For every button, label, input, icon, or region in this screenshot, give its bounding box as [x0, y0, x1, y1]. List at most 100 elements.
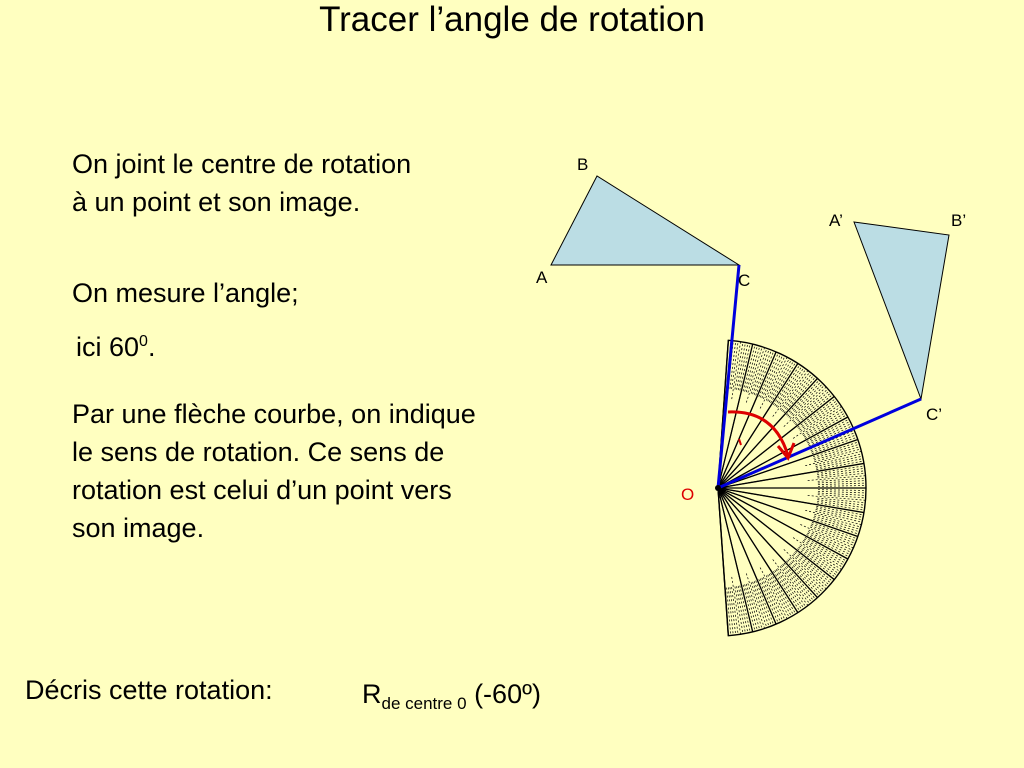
protractor-minor-tick	[750, 348, 768, 394]
protractor-minor-tick	[817, 485, 866, 487]
protractor-minor-tick	[787, 381, 822, 417]
protractor-minor-tick	[753, 581, 772, 627]
protractor-minor-tick	[795, 550, 833, 582]
para-angle-value: ici 600.	[76, 324, 155, 365]
protractor-spoke	[717, 487, 806, 537]
para-join-line2: à un point et son image.	[72, 187, 361, 217]
protractor-minor-tick	[816, 460, 864, 471]
protractor-minor-tick	[797, 548, 836, 578]
protractor-minor-tick	[817, 477, 866, 482]
rotation-answer: Rde centre 0 (-60º)	[362, 676, 541, 722]
protractor-minor-tick	[745, 583, 761, 631]
protractor-minor-tick	[729, 341, 737, 389]
protractor-minor-tick	[810, 525, 856, 544]
protractor-minor-tick	[745, 347, 765, 403]
protractor-minor-tick	[786, 560, 820, 597]
protractor-minor-tick	[817, 499, 866, 506]
para-arrow-line1: Par une flèche courbe, on indique	[72, 399, 476, 429]
protractor-minor-tick	[807, 423, 852, 445]
protractor-minor-tick	[807, 532, 851, 555]
protractor-minor-tick	[817, 500, 865, 509]
protractor-minor-tick	[755, 350, 775, 396]
protractor-minor-tick	[781, 373, 813, 411]
protractor-minor-tick	[807, 421, 851, 444]
angle-value-suffix: .	[147, 332, 156, 362]
protractor-minor-tick	[783, 386, 827, 427]
protractor-minor-tick	[803, 412, 846, 438]
protractor-minor-tick	[775, 367, 805, 407]
angle-value-sup: 0	[139, 333, 148, 350]
protractor-minor-tick	[811, 436, 858, 455]
protractor-minor-tick	[737, 585, 749, 634]
answer-angle: (-60º)	[466, 679, 541, 709]
protractor-minor-tick	[731, 341, 741, 400]
protractor-minor-tick	[734, 586, 744, 634]
protractor-minor-tick	[806, 418, 850, 442]
protractor-minor-tick	[815, 510, 863, 523]
segment-o-c	[716, 264, 741, 489]
protractor-minor-tick	[817, 497, 866, 504]
protractor-minor-tick	[770, 572, 797, 615]
protractor-minor-tick	[799, 545, 839, 574]
protractor-minor-tick	[802, 541, 844, 568]
protractor-minor-tick	[775, 569, 805, 609]
protractor-minor-tick	[789, 557, 825, 591]
protractor-spoke	[717, 403, 773, 489]
protractor-minor-tick	[739, 585, 751, 633]
protractor-minor-tick	[817, 490, 866, 494]
label-a: A	[536, 268, 548, 287]
label-c-prime: C’	[926, 405, 942, 424]
protractor-minor-tick	[750, 582, 768, 628]
protractor-minor-tick	[773, 571, 801, 612]
para-join-line1: On joint le centre de rotation	[72, 149, 412, 179]
protractor-minor-tick	[798, 400, 838, 430]
protractor-minor-tick	[731, 587, 739, 635]
protractor-minor-tick	[737, 342, 749, 391]
protractor-minor-tick	[817, 480, 866, 484]
triangle-abc-image	[853, 221, 950, 401]
protractor-minor-tick	[813, 443, 860, 459]
protractor	[717, 339, 867, 637]
angle-value-text: ici 60	[76, 332, 140, 362]
protractor-minor-tick	[755, 580, 775, 626]
protractor-minor-tick	[787, 559, 822, 595]
protractor-minor-tick	[742, 344, 756, 392]
protractor-minor-tick	[797, 398, 836, 428]
protractor-spoke	[717, 395, 758, 489]
protractor-minor-tick	[812, 441, 859, 458]
protractor-minor-tick	[731, 576, 741, 635]
protractor-minor-tick	[759, 567, 788, 619]
protractor-spoke	[717, 413, 786, 489]
protractor-minor-tick	[767, 359, 792, 402]
protractor-minor-tick	[802, 408, 844, 435]
protractor-minor-tick	[759, 357, 788, 409]
protractor-minor-tick	[804, 537, 847, 562]
protractor-minor-tick	[803, 538, 846, 564]
protractor-minor-tick	[745, 573, 765, 629]
protractor-minor-tick	[815, 453, 863, 466]
label-b-prime: B’	[951, 211, 966, 230]
protractor-minor-tick	[817, 492, 866, 496]
protractor-minor-tick	[814, 448, 861, 462]
describe-label: Décris cette rotation:	[25, 675, 273, 705]
protractor-minor-tick	[744, 584, 758, 631]
protractor-minor-tick	[762, 355, 786, 400]
protractor-minor-tick	[788, 558, 824, 593]
protractor-minor-tick	[807, 475, 866, 481]
protractor-minor-tick	[800, 544, 841, 572]
protractor-minor-tick	[792, 537, 842, 570]
protractor-minor-tick	[774, 365, 803, 406]
protractor-minor-tick	[747, 346, 763, 393]
protractor-minor-tick	[811, 521, 858, 540]
protractor-minor-tick	[768, 360, 794, 403]
protractor-minor-tick	[792, 554, 829, 588]
label-c: C	[738, 271, 750, 290]
answer-subscript: de centre 0	[381, 694, 467, 713]
protractor-minor-tick	[794, 552, 832, 584]
protractor-minor-tick	[815, 458, 864, 469]
protractor-minor-tick	[767, 574, 792, 617]
protractor-spoke	[717, 470, 817, 489]
protractor-minor-tick	[816, 502, 865, 511]
protractor-spoke	[717, 487, 786, 563]
